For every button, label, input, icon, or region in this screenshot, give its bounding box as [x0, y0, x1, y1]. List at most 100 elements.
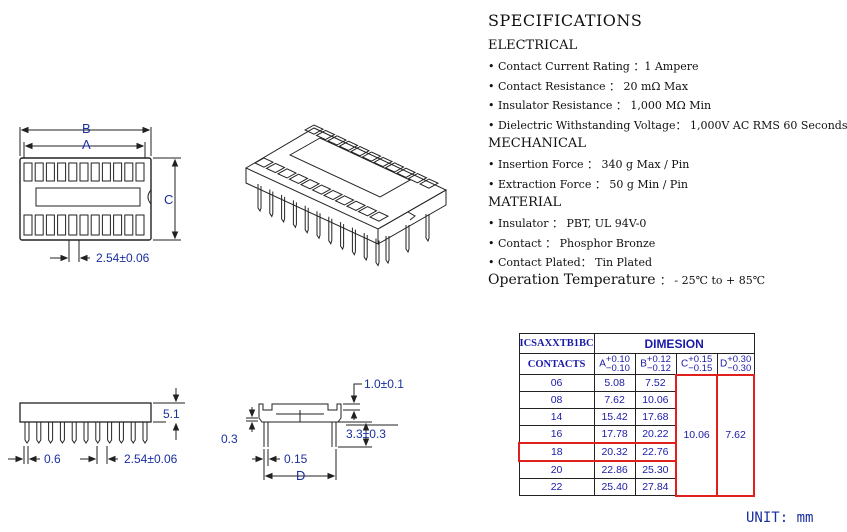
iso-pin [292, 200, 297, 229]
contact-cell [23, 162, 33, 182]
d-value-cell: 7.62 [716, 373, 756, 497]
c-value-cell: 10.06 [675, 373, 719, 497]
a-cell: 22.86 [593, 460, 636, 479]
b-cell: 17.68 [634, 408, 677, 426]
pin [130, 422, 136, 444]
iso-pin [269, 189, 274, 218]
contact-cell [45, 214, 55, 236]
contacts-cell: 08 [518, 391, 595, 409]
table-row: 22 25.40 27.84 [518, 478, 754, 496]
iso-pin [405, 225, 410, 254]
contacts-cell: 22 [518, 478, 595, 496]
dim-0-3-label: 0.3 [221, 432, 238, 446]
table-row-highlighted: 18 20.32 22.76 [517, 442, 754, 462]
b-cell: 7.52 [634, 374, 677, 392]
table-row: 14 15.42 17.68 [518, 408, 754, 426]
spec-contact-resistance: • Contact Resistance ： 20 mΩ Max [488, 80, 689, 93]
front-view [8, 388, 185, 464]
operation-temperature: Operation Temperature ： - 25℃ to + 85℃ [488, 272, 765, 288]
dimension-table: ICSAXXTB1BC DIMESION CONTACTS A+0.10−0.1… [517, 333, 756, 497]
contact-cell [57, 162, 67, 182]
iso-cell [315, 129, 336, 141]
iso-cell [326, 135, 348, 146]
pin [107, 422, 113, 444]
iso-cell [384, 162, 405, 173]
contact-cell [90, 214, 100, 236]
iso-cell [368, 211, 390, 222]
spec-insulator-resistance: • Insulator Resistance ： 1,000 MΩ Min [488, 99, 712, 112]
iso-pin [328, 216, 333, 245]
dim-1-0-label: 1.0±0.1 [364, 377, 404, 391]
iso-pin [281, 194, 286, 224]
contact-cell [68, 214, 78, 236]
contacts-cell: 20 [518, 460, 595, 479]
iso-cell [361, 151, 382, 162]
electrical-heading: ELECTRICAL [488, 38, 578, 53]
pin [71, 422, 77, 444]
dim-a [23, 142, 146, 158]
contact-cell [79, 214, 89, 236]
contacts-cell: 14 [518, 408, 595, 426]
contacts-header: CONTACTS [518, 353, 595, 375]
spec-current-rating: • Contact Current Rating ：1 Ampere [488, 60, 699, 73]
a-cell: 17.78 [593, 425, 636, 444]
iso-pin [304, 205, 309, 234]
label-b: B [82, 121, 91, 136]
pin [24, 422, 30, 444]
material-heading: MATERIAL [488, 195, 562, 210]
iso-pin [340, 222, 345, 251]
col-d-header: D+0.30−0.30 [716, 353, 755, 375]
op-temp-label: Operation Temperature [488, 272, 656, 288]
label-a: A [82, 137, 91, 152]
mechanical-heading: MECHANICAL [488, 136, 586, 151]
a-cell: 20.32 [593, 442, 636, 462]
iso-cell [395, 167, 417, 178]
contact-cell [23, 214, 33, 236]
iso-cell [311, 184, 332, 195]
iso-pin [385, 236, 390, 265]
lead-width-label: 0.6 [44, 452, 61, 466]
dim-3-3-label: 3.3±0.3 [346, 427, 386, 441]
a-cell: 15.42 [593, 408, 636, 426]
specifications-title: SPECIFICATIONS [488, 11, 643, 30]
pin [48, 422, 54, 444]
op-temp-value: ： - 25℃ to + 85℃ [659, 274, 766, 287]
iso-cell [357, 206, 378, 217]
contact-cell [113, 162, 123, 182]
b-cell: 22.76 [634, 442, 677, 462]
pitch-label-side: 2.54±0.06 [124, 452, 178, 466]
pin [36, 422, 42, 444]
col-a-header: A+0.10−0.10 [593, 353, 636, 375]
label-d: D [296, 468, 305, 483]
iso-cell [372, 156, 394, 168]
pin [95, 422, 101, 444]
dim-0-15-label: 0.15 [284, 452, 308, 466]
end-view [246, 383, 398, 480]
contact-cell [101, 162, 111, 182]
pin [59, 422, 65, 444]
contact-cell [135, 214, 145, 236]
spec-contact-plated: • Contact Plated： Tin Plated [488, 256, 652, 269]
pitch-label-top: 2.54±0.06 [96, 251, 150, 265]
contact-cell [101, 214, 111, 236]
b-cell: 20.22 [634, 425, 677, 444]
b-cell: 25.30 [634, 460, 677, 479]
top-view [19, 157, 152, 241]
iso-cell [349, 146, 371, 157]
spec-insertion-force: • Insertion Force ： 340 g Max / Pin [488, 158, 690, 171]
dimension-header: DIMESION [593, 333, 755, 354]
iso-pin [316, 211, 321, 240]
pin [142, 422, 148, 444]
dim-b [19, 126, 152, 156]
iso-cell [345, 200, 367, 211]
iso-pin [351, 227, 356, 256]
a-cell: 7.62 [593, 391, 636, 409]
iso-cell [418, 178, 440, 189]
spec-insulator: • Insulator ： PBT, UL 94V-0 [488, 217, 647, 230]
contacts-cell: 16 [518, 425, 595, 444]
iso-pin [257, 184, 262, 213]
part-number: ICSAXXTB1BC [518, 333, 595, 354]
label-c: C [164, 192, 173, 207]
contact-cell [68, 162, 78, 182]
dim-c [153, 157, 181, 241]
